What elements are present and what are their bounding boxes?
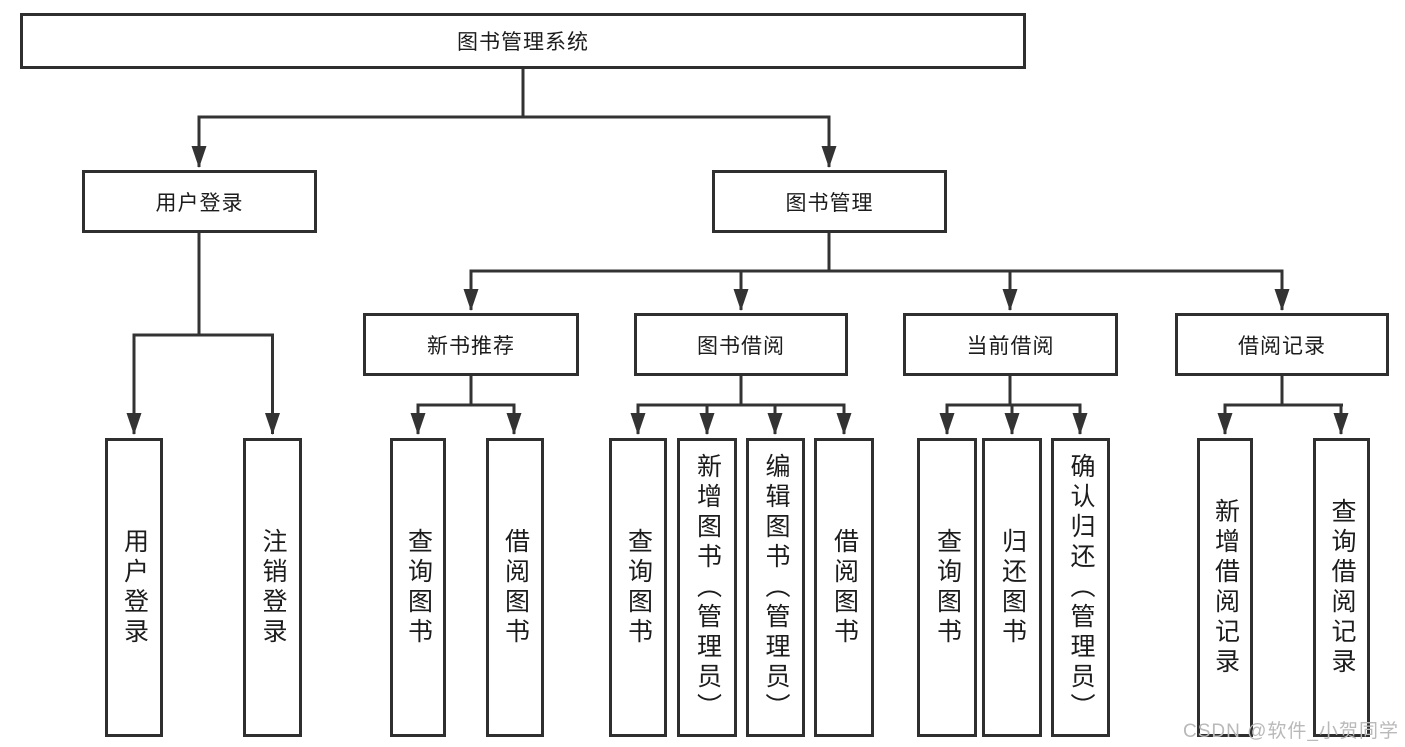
leaf-label: 查询图书 <box>624 527 653 648</box>
node-borrow-records: 借阅记录 <box>1175 313 1389 376</box>
leaf-query-books-recommend: 查询图书 <box>390 438 446 737</box>
node-user-login: 用户登录 <box>82 170 317 233</box>
leaf-query-books-borrow: 查询图书 <box>609 438 667 737</box>
leaf-query-books-current: 查询图书 <box>917 438 977 737</box>
node-book-management: 图书管理 <box>712 170 947 233</box>
leaf-query-borrow-record: 查询借阅记录 <box>1313 438 1370 737</box>
node-label: 用户登录 <box>155 191 244 215</box>
leaf-label: 查询借阅记录 <box>1328 497 1356 678</box>
node-system-root: 图书管理系统 <box>20 13 1026 69</box>
leaf-logout: 注销登录 <box>243 438 302 737</box>
leaf-label: 查询图书 <box>404 527 433 648</box>
leaf-borrow-books: 借阅图书 <box>814 438 874 737</box>
leaf-borrow-books-recommend: 借阅图书 <box>486 438 544 737</box>
leaf-user-login: 用户登录 <box>105 438 163 737</box>
leaf-label: 确认归还（管理员） <box>1067 452 1095 723</box>
leaf-label: 注销登录 <box>259 527 287 648</box>
leaf-label: 编辑图书（管理员） <box>762 452 790 723</box>
leaf-label: 借阅图书 <box>501 527 530 648</box>
node-book-borrow: 图书借阅 <box>634 313 848 376</box>
node-label: 借阅记录 <box>1238 334 1326 358</box>
csdn-watermark: CSDN @软件_小贺同学 <box>1183 721 1399 742</box>
leaf-label: 新增借阅记录 <box>1211 497 1240 678</box>
node-label: 图书借阅 <box>697 334 785 358</box>
node-label: 图书管理系统 <box>457 31 589 54</box>
node-label: 新书推荐 <box>427 334 515 358</box>
leaf-label: 归还图书 <box>998 527 1027 648</box>
node-label: 图书管理 <box>785 191 874 215</box>
leaf-label: 用户登录 <box>120 527 149 648</box>
node-current-borrow: 当前借阅 <box>903 313 1118 376</box>
leaf-label: 新增图书（管理员） <box>693 452 722 723</box>
node-label: 当前借阅 <box>966 334 1055 358</box>
leaf-add-borrow-record: 新增借阅记录 <box>1197 438 1253 737</box>
node-new-book-recommend: 新书推荐 <box>363 313 579 376</box>
leaf-edit-books-admin: 编辑图书（管理员） <box>746 438 805 737</box>
leaf-confirm-return-admin: 确认归还（管理员） <box>1051 438 1110 737</box>
leaf-label: 借阅图书 <box>830 527 859 648</box>
leaf-add-books-admin: 新增图书（管理员） <box>677 438 737 737</box>
leaf-label: 查询图书 <box>933 527 962 648</box>
leaf-return-books: 归还图书 <box>982 438 1042 737</box>
